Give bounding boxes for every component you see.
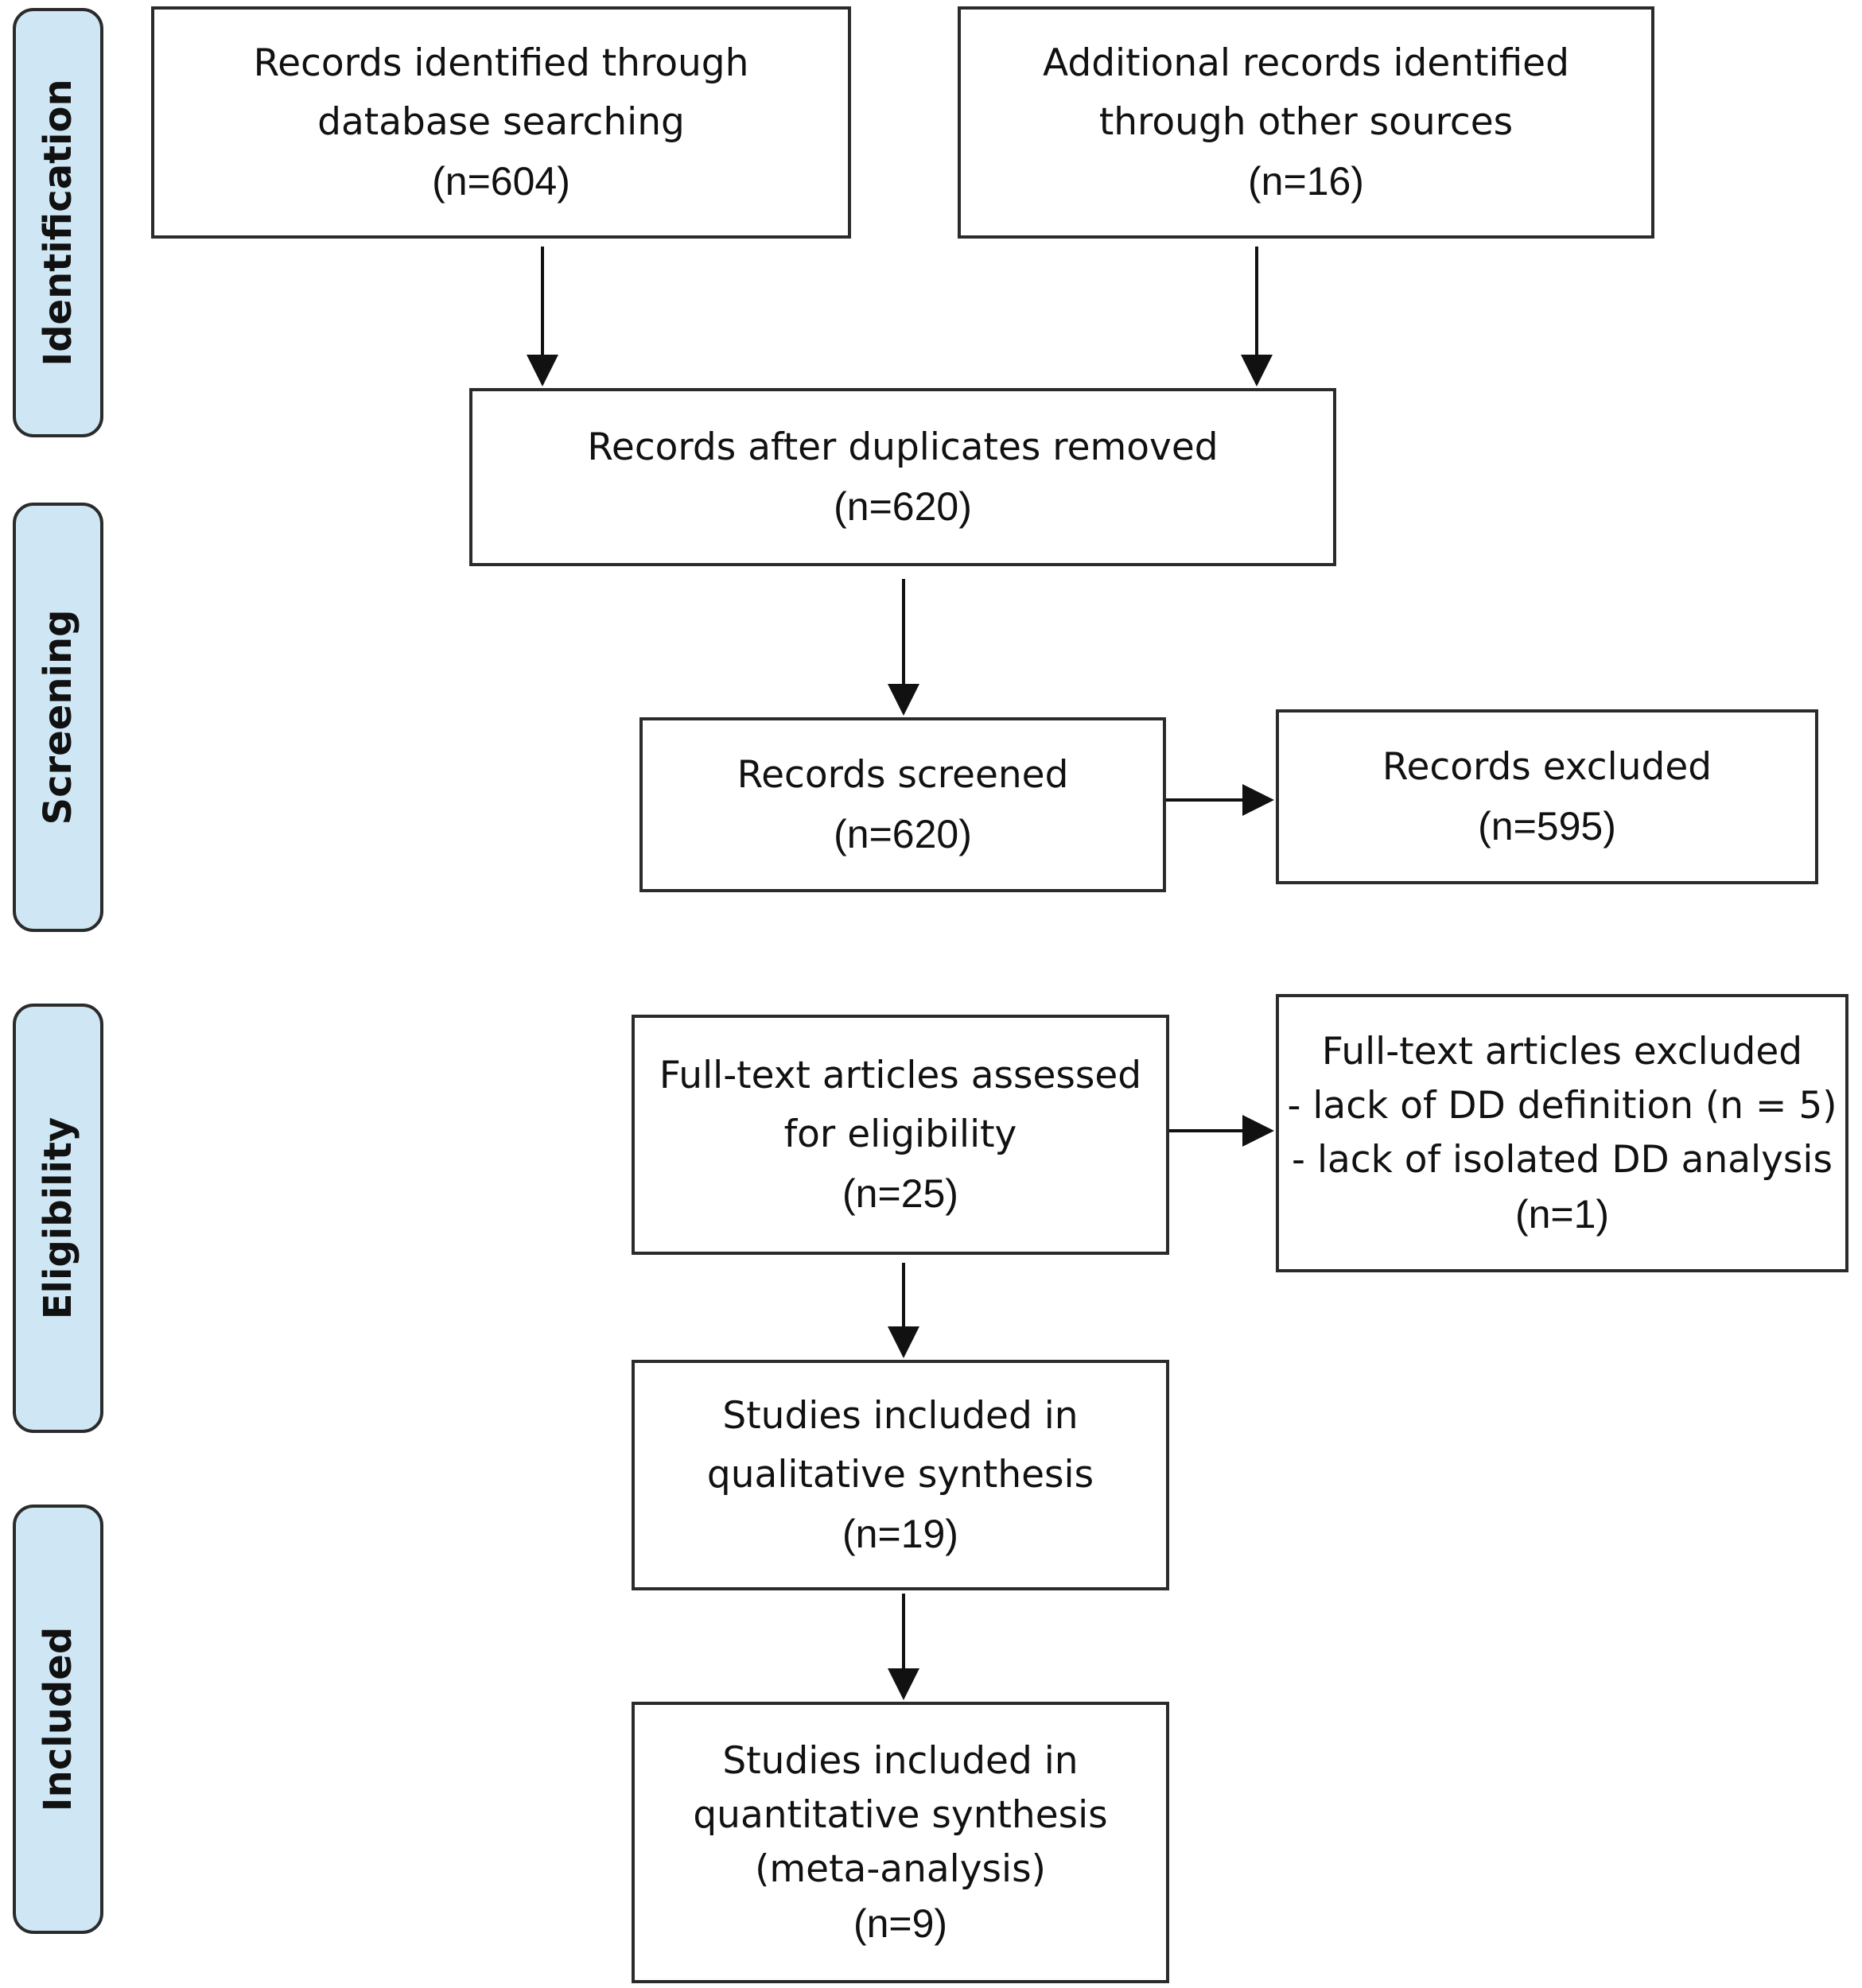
box-screened-count: (n=620) — [834, 812, 972, 856]
box-qualitative: Studies included in qualitative synthesi… — [632, 1360, 1169, 1590]
box-fulltext-assessed-line2: for eligibility — [783, 1112, 1017, 1156]
box-deduplicated-count: (n=620) — [834, 484, 972, 529]
box-other-records: Additional records identified through ot… — [958, 6, 1654, 239]
box-quantitative-line2: quantitative synthesis — [693, 1793, 1108, 1837]
box-quantitative-count: (n=9) — [853, 1901, 948, 1946]
box-other-records-line2: through other sources — [1098, 100, 1514, 144]
box-qualitative-line2: qualitative synthesis — [706, 1453, 1094, 1497]
box-fulltext-excluded-count: (n=1) — [1514, 1192, 1610, 1237]
box-quantitative-line3: (meta-analysis) — [755, 1847, 1046, 1891]
box-quantitative-line1: Studies included in — [722, 1739, 1079, 1783]
box-fulltext-excluded-line2: - lack of DD definition (n = 5) — [1287, 1084, 1837, 1128]
box-fulltext-assessed-count: (n=25) — [842, 1171, 958, 1216]
box-fulltext-assessed-line1: Full-text articles assessed — [659, 1054, 1142, 1097]
box-deduplicated-line1: Records after duplicates removed — [587, 425, 1219, 469]
box-deduplicated: Records after duplicates removed (n=620) — [469, 388, 1336, 566]
box-fulltext-excluded-line1: Full-text articles excluded — [1321, 1030, 1803, 1074]
box-qualitative-count: (n=19) — [842, 1512, 958, 1556]
box-excluded-count: (n=595) — [1478, 804, 1616, 848]
phase-screening: Screening — [13, 503, 103, 932]
box-database-records-line2: database searching — [317, 100, 685, 144]
box-other-records-count: (n=16) — [1248, 159, 1364, 204]
phase-eligibility: Eligibility — [13, 1004, 103, 1433]
box-qualitative-line1: Studies included in — [722, 1394, 1079, 1438]
box-other-records-line1: Additional records identified — [1043, 41, 1569, 85]
phase-identification: Identification — [13, 8, 103, 437]
box-fulltext-excluded-line3: - lack of isolated DD analysis — [1292, 1138, 1833, 1182]
box-fulltext-assessed: Full-text articles assessed for eligibil… — [632, 1015, 1169, 1255]
box-fulltext-excluded: Full-text articles excluded - lack of DD… — [1276, 994, 1848, 1272]
box-database-records-line1: Records identified through — [253, 41, 749, 85]
box-database-records: Records identified through database sear… — [151, 6, 851, 239]
box-screened-line1: Records screened — [737, 753, 1069, 797]
box-excluded: Records excluded (n=595) — [1276, 709, 1818, 884]
box-excluded-line1: Records excluded — [1382, 745, 1712, 789]
box-database-records-count: (n=604) — [432, 159, 570, 204]
phase-included: Included — [13, 1505, 103, 1934]
box-quantitative: Studies included in quantitative synthes… — [632, 1702, 1169, 1983]
box-screened: Records screened (n=620) — [639, 717, 1166, 892]
